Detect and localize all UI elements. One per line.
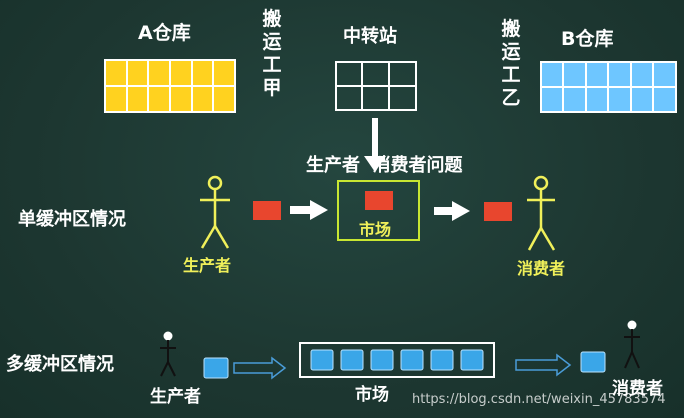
porter-a-char: 搬 — [262, 8, 282, 30]
right-arrow-icon — [434, 201, 470, 221]
porter-b-label: 搬 运 工 乙 — [500, 18, 522, 110]
multi-buffer-label: 多缓冲区情况 — [6, 354, 114, 375]
buffer-slot — [460, 349, 484, 371]
consumed-item — [484, 202, 512, 221]
buffer-slot — [370, 349, 394, 371]
market-item — [365, 191, 393, 210]
multi-produced-item — [203, 357, 229, 379]
multi-consumed-item — [580, 351, 606, 373]
multi-consumer-figure-icon — [624, 320, 640, 369]
problem-title: 生产者 消费者问题 — [306, 155, 463, 176]
porter-b-char: 乙 — [501, 87, 521, 109]
porter-a-char: 工 — [262, 54, 282, 76]
buffer-slot — [430, 349, 454, 371]
porter-b-char: 工 — [501, 64, 521, 86]
producer-figure-icon — [200, 175, 230, 249]
single-buffer-label: 单缓冲区情况 — [18, 209, 126, 230]
single-market-box — [337, 180, 420, 241]
warehouse-a-grid — [104, 59, 236, 113]
down-arrow-icon — [364, 118, 386, 172]
porter-a-char: 运 — [262, 31, 282, 53]
warehouse-a-title: A仓库 — [138, 22, 191, 44]
porter-b-char: 运 — [501, 41, 521, 63]
single-producer-label: 生产者 — [183, 256, 232, 275]
multi-producer-label: 生产者 — [150, 387, 201, 407]
multi-producer-figure-icon — [160, 331, 176, 377]
buffer-slot — [310, 349, 334, 371]
hollow-right-arrow-icon — [515, 353, 572, 377]
right-arrow-icon — [290, 200, 328, 220]
produced-item — [253, 201, 281, 220]
porter-a-char: 甲 — [262, 77, 282, 99]
consumer-figure-icon — [527, 175, 556, 251]
warehouse-b-title: B仓库 — [561, 28, 614, 50]
buffer-slot — [400, 349, 424, 371]
buffer-slot — [340, 349, 364, 371]
warehouse-b-grid — [540, 61, 677, 113]
multi-consumer-label: 消费者 — [612, 379, 663, 399]
multi-market-label: 市场 — [355, 385, 389, 405]
single-consumer-label: 消费者 — [517, 259, 566, 278]
porter-a-label: 搬 运 工 甲 — [261, 8, 283, 100]
buffer-slots — [310, 349, 484, 371]
watermark: https://blog.csdn.net/weixin_45783574 — [412, 392, 666, 407]
transfer-station-grid — [335, 61, 417, 111]
porter-b-char: 搬 — [501, 18, 521, 40]
single-market-label: 市场 — [359, 220, 392, 239]
hollow-right-arrow-icon — [233, 356, 287, 380]
multi-market-box — [299, 342, 495, 378]
transfer-station-title: 中转站 — [343, 26, 397, 47]
